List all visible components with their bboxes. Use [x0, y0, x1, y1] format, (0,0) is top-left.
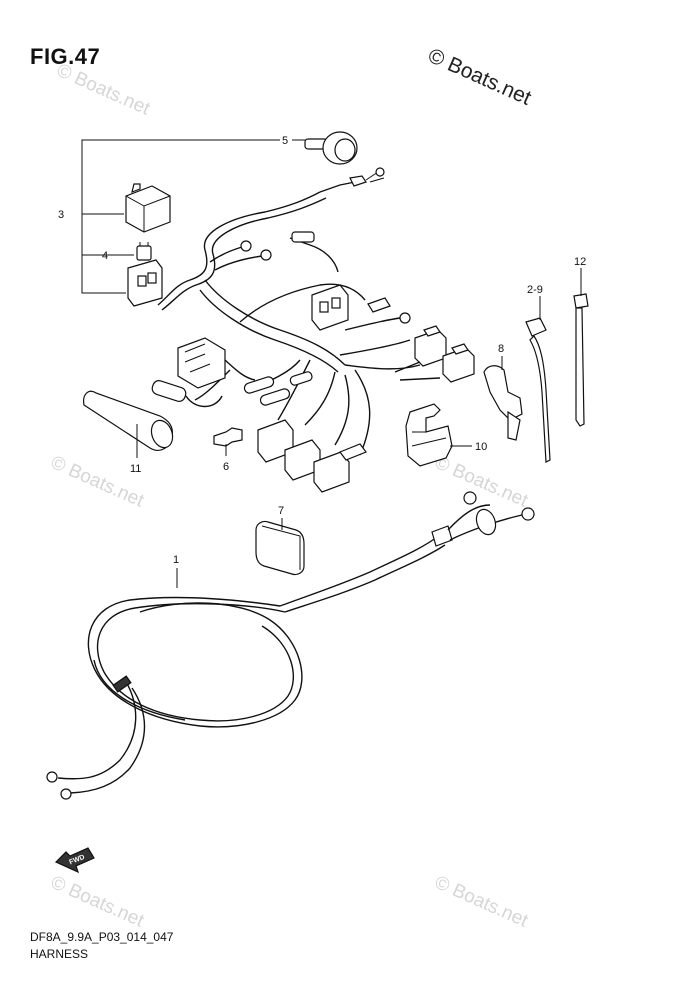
callout-7: 7	[278, 505, 284, 517]
main-harness-loop	[46, 491, 535, 800]
holder-part	[405, 403, 453, 467]
fuse-part	[136, 242, 152, 261]
callout-6: 6	[223, 461, 229, 473]
callout-11: 11	[130, 463, 141, 475]
figure-code: DF8A_9.9A_P03_014_047	[30, 930, 174, 944]
upper-connector	[311, 284, 391, 331]
callout-12: 12	[574, 256, 586, 268]
right-connectors	[394, 325, 475, 383]
callout-10: 10	[475, 441, 487, 453]
callout-4: 4	[102, 250, 108, 262]
callout-1: 1	[173, 554, 179, 566]
fwd-arrow-icon: FWD	[54, 847, 95, 874]
cable-tie-part	[573, 293, 589, 427]
sensor-part	[151, 380, 223, 408]
left-coupler-connector	[177, 337, 256, 389]
tube-part	[83, 390, 174, 451]
cable-tie-part	[525, 317, 551, 463]
grommet-part	[304, 131, 358, 165]
upper-harness	[157, 167, 421, 456]
callout-2-9: 2-9	[527, 284, 543, 296]
clamp-part	[483, 365, 523, 441]
relay-socket-connector	[127, 259, 163, 307]
callout-3: 3	[58, 209, 64, 221]
callout-leaders	[136, 268, 582, 588]
figure-title: FIG.47	[30, 44, 101, 69]
lower-connectors	[257, 419, 367, 493]
callout-8: 8	[498, 343, 504, 355]
pad-part	[255, 520, 305, 576]
callout-5: 5	[282, 135, 288, 147]
group-bracket	[81, 139, 318, 294]
figure-name: HARNESS	[30, 947, 89, 961]
clip-part	[213, 427, 243, 447]
terminal-sleeves	[243, 371, 313, 406]
relay-part	[125, 183, 171, 233]
